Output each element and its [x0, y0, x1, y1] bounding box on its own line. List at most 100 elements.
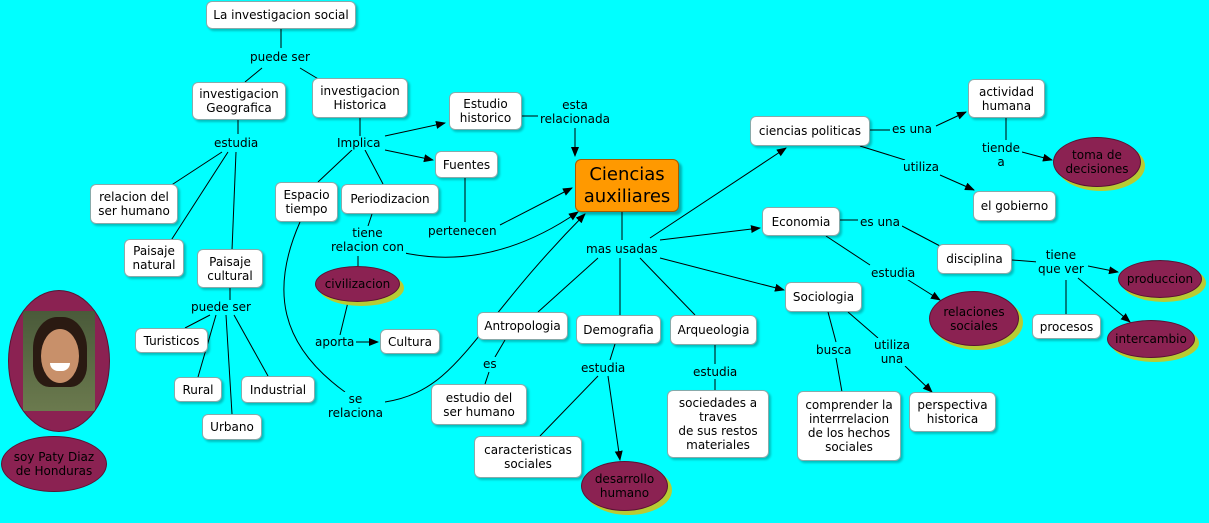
connector-line	[539, 375, 599, 437]
connector-line	[901, 225, 941, 247]
node-estudio-historico[interactable]: Estudio historico	[449, 92, 522, 130]
author-face	[41, 329, 79, 383]
node-disciplina[interactable]: disciplina	[937, 244, 1012, 274]
node-urbano[interactable]: Urbano	[202, 414, 262, 440]
node-espacio-tiempo[interactable]: Espacio tiempo	[275, 182, 338, 222]
connector-arrow	[384, 120, 446, 137]
link-label-pertenecen: pertenecen	[426, 224, 499, 238]
oval-autor[interactable]: soy Paty Diaz de Honduras	[1, 436, 107, 492]
link-label-estudia-3: estudia	[691, 365, 740, 379]
connector-line	[835, 357, 843, 393]
link-label-implica: Implica	[335, 136, 383, 150]
node-sociedades[interactable]: sociedades a traves de sus restos materi…	[667, 390, 769, 458]
link-label-es: es	[481, 357, 499, 371]
node-ciencias-politicas[interactable]: ciencias politicas	[750, 116, 870, 146]
connector-arrow	[1087, 265, 1119, 275]
oval-produccion[interactable]: produccion	[1118, 260, 1202, 298]
node-paisaje-cultural[interactable]: Paisaje cultural	[197, 249, 263, 288]
connector-line	[494, 339, 506, 358]
connector-arrow	[935, 111, 967, 127]
oval-desarrollo-humano[interactable]: desarrollo humano	[581, 461, 668, 511]
connector-arrow	[1077, 277, 1131, 323]
node-procesos[interactable]: procesos	[1032, 314, 1101, 339]
oval-toma-decisiones[interactable]: toma de decisiones	[1053, 137, 1141, 187]
connector-line	[1011, 259, 1039, 263]
node-periodizacion[interactable]: Periodizacion	[341, 184, 439, 214]
node-paisaje-natural[interactable]: Paisaje natural	[124, 239, 184, 277]
node-relacion-ser[interactable]: relacion del ser humano	[90, 184, 178, 224]
link-label-esta-relacionada: esta relacionada	[538, 98, 612, 126]
connector-line	[859, 145, 906, 161]
link-label-puede-ser: puede ser	[248, 50, 312, 64]
link-label-estudia-4: estudia	[869, 266, 918, 280]
connector-line	[609, 343, 616, 361]
node-sociologia[interactable]: Sociologia	[785, 282, 862, 312]
node-arqueologia[interactable]: Arqueologia	[670, 315, 757, 345]
link-label-es-una-2: es una	[858, 215, 903, 229]
connector-arrow	[659, 257, 785, 292]
link-label-estudia: estudia	[212, 136, 261, 150]
node-inv-social[interactable]: La investigacion social	[206, 1, 356, 29]
connector-line	[537, 257, 599, 313]
connector-line	[827, 311, 837, 343]
author-photo	[8, 290, 110, 432]
link-label-es-una: es una	[890, 122, 935, 136]
connector-line	[283, 221, 346, 393]
link-label-tiene-que-ver: tiene que ver	[1036, 248, 1086, 276]
link-label-puede-ser-2: puede ser	[189, 300, 253, 314]
node-gobierno[interactable]: el gobierno	[973, 191, 1056, 221]
node-caracteristicas[interactable]: caracteristicas sociales	[474, 436, 582, 478]
node-actividad-humana[interactable]: actividad humana	[968, 79, 1045, 118]
connector-arrow	[1021, 151, 1053, 162]
connector-arrow	[499, 187, 573, 226]
main-node-ciencias-auxiliares[interactable]: Ciencias auxiliares	[575, 159, 679, 212]
link-label-mas-usadas: mas usadas	[584, 242, 660, 256]
node-turisticos[interactable]: Turisticos	[135, 328, 208, 353]
connector-line	[231, 151, 237, 251]
connector-line	[169, 151, 223, 187]
connector-line	[317, 149, 353, 183]
oval-intercambio[interactable]: intercambio	[1107, 320, 1195, 358]
node-economia[interactable]: Economia	[762, 207, 840, 236]
connector-arrow	[649, 147, 787, 239]
node-cultura[interactable]: Cultura	[380, 329, 440, 354]
link-label-se-relaciona: se relaciona	[326, 392, 385, 420]
connector-line	[364, 149, 384, 185]
node-demografia[interactable]: Demografia	[576, 315, 661, 344]
connector-arrow	[939, 174, 975, 191]
connector-line	[244, 67, 263, 83]
node-inv-geografica[interactable]: investigacion Geografica	[192, 82, 286, 120]
link-label-utiliza: utiliza	[901, 160, 941, 174]
connector-arrow	[607, 375, 623, 461]
connector-arrow	[384, 149, 434, 163]
connector-arrow	[904, 277, 941, 301]
node-inv-historica[interactable]: investigacion Historica	[312, 78, 408, 118]
connector-line	[847, 311, 879, 339]
node-perspectiva[interactable]: perspectiva historica	[909, 392, 996, 432]
connector-line	[484, 371, 490, 385]
node-rural[interactable]: Rural	[174, 377, 222, 402]
node-antropologia[interactable]: Antropologia	[477, 312, 568, 340]
link-label-tiende-a: tiende a	[980, 141, 1023, 169]
connector-line	[825, 235, 871, 266]
oval-relaciones-sociales[interactable]: relaciones sociales	[929, 291, 1019, 346]
connector-arrow	[659, 225, 761, 241]
node-comprender[interactable]: comprender la interrrelacion de los hech…	[797, 391, 901, 461]
connector-arrow	[904, 365, 933, 393]
node-estudio-ser[interactable]: estudio del ser humano	[431, 384, 527, 425]
connector-line	[233, 314, 269, 377]
oval-civilizacion[interactable]: civilizacion	[315, 266, 400, 302]
connector-line	[339, 301, 349, 336]
link-label-busca: busca	[814, 343, 854, 357]
link-label-aporta: aporta	[313, 335, 357, 349]
connector-line	[184, 314, 211, 329]
node-fuentes[interactable]: Fuentes	[435, 151, 498, 178]
connector-line	[169, 151, 229, 243]
connector-line	[225, 314, 233, 415]
connector-arrow	[399, 211, 579, 258]
connector-line	[639, 257, 696, 316]
link-label-utiliza-una: utiliza una	[872, 338, 912, 366]
node-industrial[interactable]: Industrial	[241, 376, 315, 403]
connector-line	[367, 213, 373, 227]
